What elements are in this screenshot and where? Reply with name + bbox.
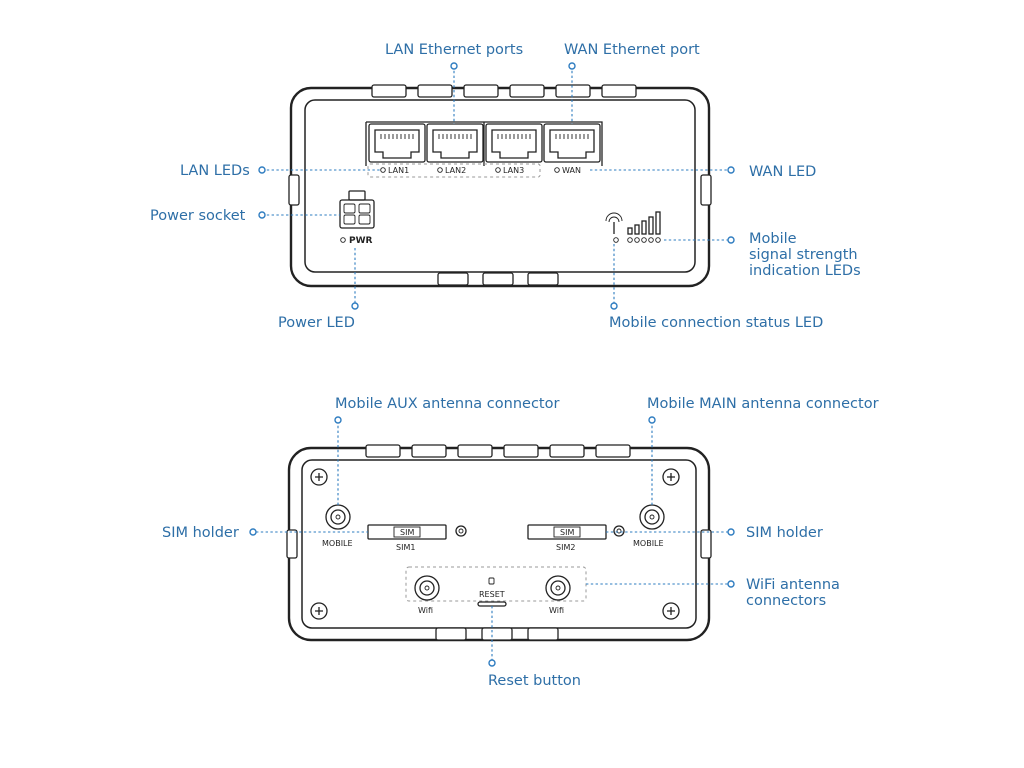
sim-tray-left-marking: SIM [400, 528, 414, 537]
aux-antenna-label: Mobile AUX antenna connector [335, 396, 559, 412]
lan-ethernet-ports-label: LAN Ethernet ports [385, 42, 523, 58]
sim-holder-left-label: SIM holder [162, 525, 239, 541]
rear-panel: MOBILE MOBILE SIM SIM1 SIM SIM2 [286, 444, 712, 642]
wifi-connectors-label-1: WiFi antenna [746, 577, 840, 593]
sim2-marking: SIM2 [556, 543, 575, 552]
screw-icon [662, 602, 680, 620]
lan-port-2 [426, 123, 484, 163]
wan-marking: WAN [562, 166, 581, 175]
mobile-signal-label-3: indication LEDs [749, 263, 861, 279]
wifi-connectors-label-2: connectors [746, 593, 826, 609]
screw-icon [310, 468, 328, 486]
mobile-right-marking: MOBILE [633, 539, 664, 548]
mobile-signal-label-2: signal strength [749, 247, 858, 263]
main-antenna-label: Mobile MAIN antenna connector [647, 396, 879, 412]
sim1-marking: SIM1 [396, 543, 415, 552]
lan-leds-label: LAN LEDs [180, 163, 250, 179]
wifi-left-marking: Wifi [418, 606, 433, 615]
lan1-marking: LAN1 [388, 166, 409, 175]
mobile-status-led-label: Mobile connection status LED [609, 315, 823, 331]
screw-icon [662, 468, 680, 486]
wan-led-label: WAN LED [749, 164, 816, 180]
wan-port [543, 123, 601, 163]
lan3-marking: LAN3 [503, 166, 524, 175]
wifi-antenna-connector-right [545, 575, 571, 601]
power-led-label: Power LED [278, 315, 355, 331]
mobile-left-marking: MOBILE [322, 539, 353, 548]
front-leaders [258, 62, 735, 310]
reset-marking: RESET [479, 590, 505, 599]
front-panel: LAN1 LAN2 LAN3 WAN PWR [288, 84, 712, 288]
lan2-marking: LAN2 [445, 166, 466, 175]
lan-port-1 [368, 123, 426, 163]
reset-button-label: Reset button [488, 673, 581, 689]
mobile-main-antenna-connector [639, 504, 665, 530]
power-socket [339, 190, 375, 229]
pwr-marking: PWR [349, 236, 373, 246]
wan-ethernet-port-label: WAN Ethernet port [564, 42, 700, 58]
rear-leaders [249, 416, 735, 667]
wifi-antenna-connector-left [414, 575, 440, 601]
power-socket-label: Power socket [150, 208, 246, 224]
mobile-signal-label-1: Mobile [749, 231, 797, 247]
wifi-right-marking: Wifi [549, 606, 564, 615]
antenna-icon [605, 212, 623, 234]
sim-tray-right-marking: SIM [560, 528, 574, 537]
lan-port-3 [485, 123, 543, 163]
signal-bars [627, 211, 661, 235]
sim-holder-right-label: SIM holder [746, 525, 823, 541]
screw-icon [310, 602, 328, 620]
